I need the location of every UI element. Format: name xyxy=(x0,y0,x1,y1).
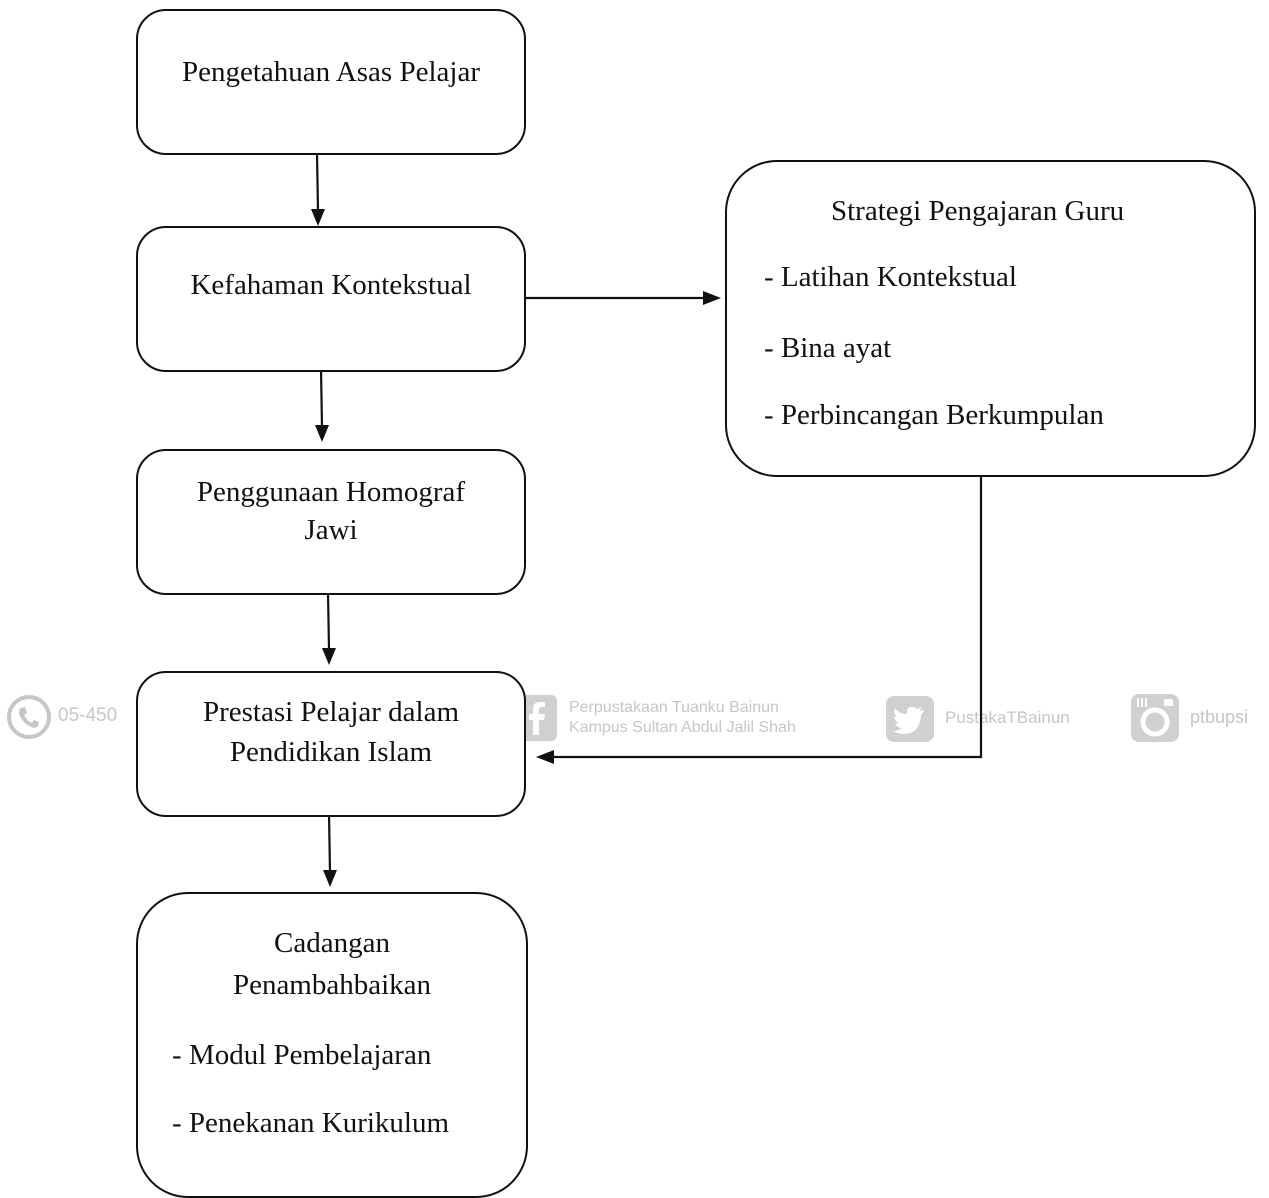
watermark-library-line1: Perpustakaan Tuanku Bainun xyxy=(569,699,779,716)
box2-title: Kefahaman Kontekstual xyxy=(190,269,472,301)
watermark-phone: 05-450 xyxy=(58,705,118,726)
box6-item-bina-ayat: - Bina ayat xyxy=(764,332,892,364)
instagram-icon xyxy=(1131,694,1179,742)
watermark-library-line2: Kampus Sultan Abdul Jalil Shah xyxy=(569,719,796,736)
arrowhead-1 xyxy=(311,209,325,226)
arrowhead-2 xyxy=(315,425,329,442)
box6-item-latihan-kontekstual: - Latihan Kontekstual xyxy=(764,261,1017,293)
box4-line1: Prestasi Pelajar dalam xyxy=(202,696,460,728)
phone-icon xyxy=(7,695,51,739)
box6-title: Strategi Pengajaran Guru xyxy=(831,195,1125,227)
box3-line1: Penggunaan Homograf xyxy=(196,476,466,508)
arrowhead-6 xyxy=(536,750,554,764)
box5-line2: Penambahbaikan xyxy=(232,969,432,1001)
box1-title: Pengetahuan Asas Pelajar xyxy=(182,56,480,88)
box6-item-perbincangan-berkumpulan: - Perbincangan Berkumpulan xyxy=(764,399,1104,431)
box-penggunaan-homograf-jawi: Penggunaan Homograf Jawi xyxy=(136,449,526,595)
box5-line1: Cadangan xyxy=(274,927,390,959)
box-pengetahuan-asas-pelajar: Pengetahuan Asas Pelajar xyxy=(136,9,526,155)
arrow-3-to-4 xyxy=(326,591,331,651)
watermark-twitter: PustakaTBainun xyxy=(945,708,1070,727)
arrowhead-3 xyxy=(322,648,336,665)
box4-line2: Pendidikan Islam xyxy=(229,736,433,768)
watermark-instagram: ptbupsi xyxy=(1190,707,1249,727)
arrow-1-to-2 xyxy=(315,152,320,212)
box-kefahaman-kontekstual: Kefahaman Kontekstual xyxy=(136,226,526,372)
box5-item-penekanan-kurikulum: - Penekanan Kurikulum xyxy=(172,1107,450,1139)
arrow-6-to-4 xyxy=(552,476,983,759)
box3-line2: Jawi xyxy=(304,514,358,546)
arrowhead-4 xyxy=(323,870,337,887)
twitter-icon xyxy=(886,696,934,742)
box-prestasi-pelajar: Prestasi Pelajar dalam Pendidikan Islam xyxy=(136,671,526,817)
box5-item-modul-pembelajaran: - Modul Pembelajaran xyxy=(172,1039,432,1071)
facebook-icon xyxy=(517,695,557,741)
arrowhead-5 xyxy=(703,291,721,305)
box-cadangan-penambahbaikan: Cadangan Penambahbaikan - Modul Pembelaj… xyxy=(136,892,528,1198)
box-strategi-pengajaran-guru: Strategi Pengajaran Guru - Latihan Konte… xyxy=(725,160,1256,477)
arrow-4-to-5 xyxy=(327,813,332,873)
arrow-2-to-3 xyxy=(319,368,324,428)
